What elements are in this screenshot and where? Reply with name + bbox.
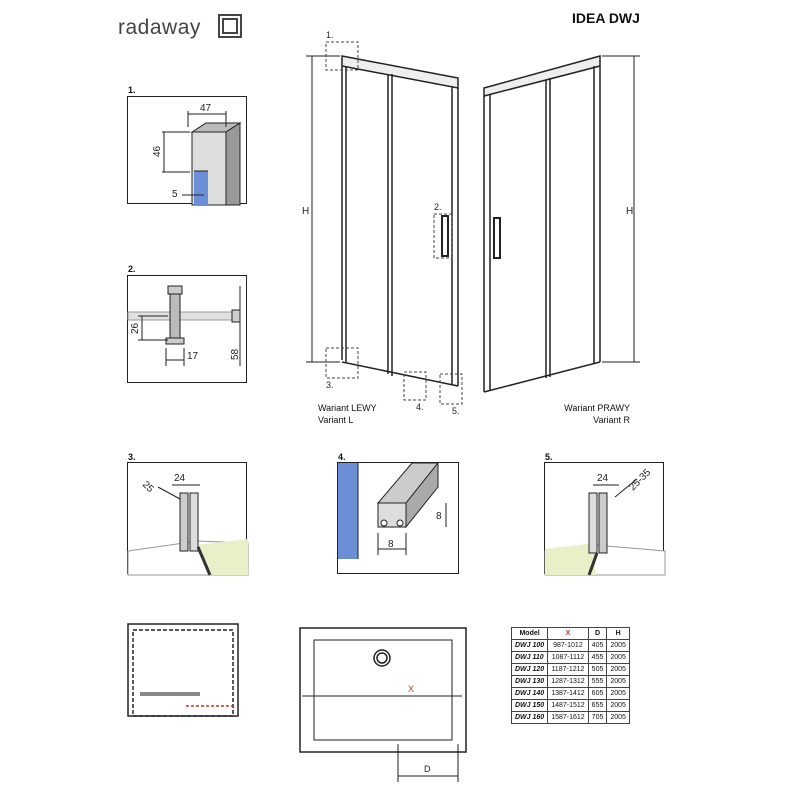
brand-logo: radaway <box>118 14 253 42</box>
detail-4-label: 4. <box>338 452 346 462</box>
variant-left-line1: Wariant LEWY <box>318 403 377 413</box>
detail-5-panel: 24 25-35 <box>544 462 666 576</box>
detail-4-dim-b: 8 <box>436 511 442 522</box>
height-label-right: H <box>626 206 633 217</box>
plan-x-label: X <box>408 684 414 694</box>
detail-1-width: 47 <box>200 103 212 114</box>
table-header-row: Model X D H <box>510 627 630 640</box>
detail-3-panel: 25 24 <box>127 462 249 576</box>
logo-square-icon <box>218 14 242 38</box>
left-variant-frame <box>341 55 459 387</box>
col-x: X <box>547 627 589 640</box>
height-dim-left <box>306 55 340 363</box>
callout-2: 2. <box>434 202 442 212</box>
callout-1: 1. <box>326 30 334 40</box>
detail-1-drawing: 47 46 5 <box>152 103 242 206</box>
detail-3-drawing: 25 24 <box>127 473 249 576</box>
callout-boxes <box>325 41 463 405</box>
detail-2-drawing: 26 17 58 <box>127 285 241 366</box>
detail-4-dim-a: 8 <box>388 539 394 550</box>
detail-2-dim-b: 17 <box>187 351 199 362</box>
col-d: D <box>587 627 608 640</box>
variant-right-caption: Wariant PRAWY Variant R <box>554 402 630 426</box>
plan-d-label: D <box>424 764 431 774</box>
variant-left-caption: Wariant LEWY Variant L <box>318 402 377 426</box>
detail-5-drawing: 24 25-35 <box>544 467 666 576</box>
callout-3: 3. <box>326 380 334 390</box>
page-title: IDEA DWJ <box>572 10 640 26</box>
col-h: H <box>606 627 630 640</box>
right-variant-frame <box>483 55 601 393</box>
detail-4-panel: 8 8 <box>337 461 459 574</box>
col-model: Model <box>510 627 549 640</box>
detail-4-drawing: 8 8 <box>338 461 447 559</box>
side-elevation <box>127 623 239 717</box>
height-label-left: H <box>302 206 309 217</box>
detail-3-dim-b: 24 <box>174 473 186 484</box>
variant-left-line2: Variant L <box>318 415 354 425</box>
detail-2-label: 2. <box>128 264 136 274</box>
variant-right-line1: Wariant PRAWY <box>564 403 630 413</box>
detail-2-panel: 26 17 58 <box>127 275 247 383</box>
detail-5-dim-a: 24 <box>597 473 609 484</box>
detail-2-dim-a: 26 <box>130 322 141 334</box>
callout-4: 4. <box>416 402 424 412</box>
detail-1-label: 1. <box>128 85 136 95</box>
variant-right-line2: Variant R <box>593 415 630 425</box>
detail-5-label: 5. <box>545 452 553 462</box>
height-dim-right <box>602 55 640 363</box>
logo-text: radaway <box>118 16 201 39</box>
detail-1-height: 46 <box>152 145 163 157</box>
plan-view <box>299 627 467 782</box>
detail-2-dim-c: 58 <box>230 348 241 360</box>
callout-5: 5. <box>452 406 460 416</box>
detail-3-label: 3. <box>128 452 136 462</box>
detail-1-panel: 47 46 5 <box>127 96 247 206</box>
detail-1-gap: 5 <box>172 189 178 200</box>
